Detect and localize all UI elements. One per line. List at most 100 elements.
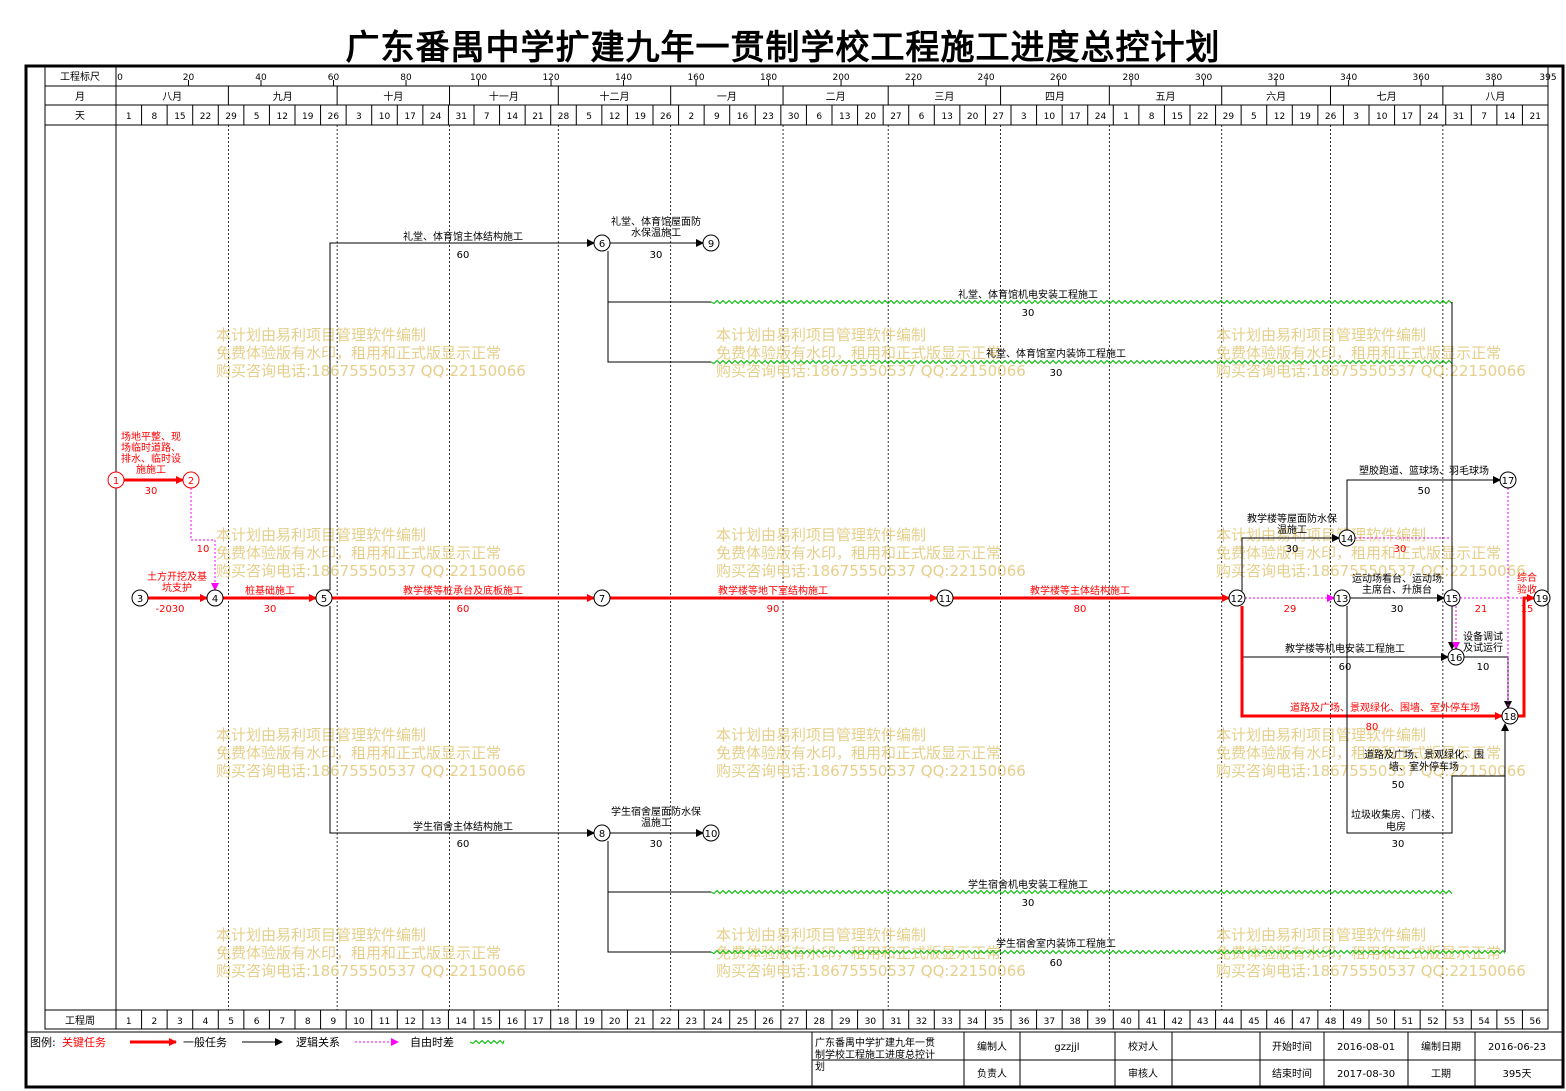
watermark-text: 本计划由易利项目管理软件编制 — [716, 726, 926, 744]
task-label: 学生宿舍屋面防水保 — [611, 805, 701, 818]
week-label: 41 — [1146, 1017, 1157, 1027]
task-label: 学生宿舍主体结构施工 — [413, 820, 513, 833]
day-label: 5 — [254, 112, 260, 122]
day-label: 31 — [455, 112, 466, 122]
task-label: 及试运行 — [1463, 641, 1503, 654]
legend-logic-label: 逻辑关系 — [296, 1035, 340, 1049]
task-label: 礼堂、体育馆屋面防 — [611, 215, 701, 228]
week-label: 13 — [430, 1017, 441, 1027]
free-float-value: 30 — [1394, 544, 1407, 555]
month-label: 四月 — [1045, 91, 1065, 103]
week-label: 23 — [686, 1017, 697, 1027]
task-label: 综合 — [1517, 571, 1537, 584]
node-circle-5 — [315, 589, 333, 607]
month-label: 十月 — [383, 90, 403, 103]
week-label: 39 — [1095, 1017, 1107, 1027]
node-number: 7 — [599, 594, 605, 605]
day-label: 6 — [816, 112, 822, 122]
node-circle-15 — [1443, 589, 1461, 607]
day-label: 8 — [1149, 112, 1155, 122]
day-label: 21 — [1529, 112, 1540, 122]
watermark-text: 本计划由易利项目管理软件编制 — [216, 326, 426, 344]
task-label: 水保温施工 — [631, 226, 681, 239]
task-label: 验收 — [1517, 583, 1537, 596]
day-label: 15 — [1171, 112, 1182, 122]
month-label: 八月 — [1485, 91, 1505, 103]
free-float-wave — [710, 359, 1453, 365]
task-label: 设备调试 — [1463, 630, 1503, 643]
week-label: 43 — [1197, 1017, 1208, 1027]
watermark-text: 本计划由易利项目管理软件编制 — [216, 926, 426, 944]
ruler-tick-label: 20 — [183, 73, 195, 83]
grid-frame — [44, 65, 1549, 1030]
task-duration: 15 — [1521, 604, 1534, 615]
free-float-wave — [710, 299, 1453, 305]
week-label: 28 — [813, 1017, 825, 1027]
week-label: 40 — [1120, 1017, 1132, 1027]
task-duration: 30 — [1050, 368, 1063, 379]
legend-label: 图例: — [30, 1035, 56, 1049]
week-label: 20 — [609, 1017, 621, 1027]
day-label: 17 — [1402, 112, 1413, 122]
day-label: 17 — [1069, 112, 1080, 122]
task-label: 场地平整、现 — [121, 430, 181, 443]
week-label: 44 — [1223, 1017, 1235, 1027]
watermark-text: 本计划由易利项目管理软件编制 — [216, 726, 426, 744]
task-arrow — [329, 606, 595, 837]
day-label: 3 — [356, 112, 362, 122]
task-label: 礼堂、体育馆机电安装工程施工 — [958, 288, 1098, 301]
ruler-tick-label: 160 — [687, 73, 704, 83]
node-number: 8 — [599, 829, 605, 840]
week-label: 33 — [941, 1017, 952, 1027]
month-label: 三月 — [934, 91, 954, 103]
task-duration: 30 — [650, 250, 663, 261]
week-label: 10 — [353, 1017, 365, 1027]
task-label: 运动场看台、运动场 — [1352, 572, 1442, 585]
day-label: 12 — [609, 112, 620, 122]
task-label: 场临时道路、 — [121, 441, 181, 454]
month-label: 一月 — [717, 91, 737, 103]
week-label: 29 — [839, 1017, 851, 1027]
info-leader-label: 负责人 — [977, 1067, 1007, 1080]
task-duration: 30 — [650, 839, 663, 850]
node-number: 4 — [212, 594, 218, 605]
free-float-value: 21 — [1475, 604, 1488, 615]
watermark-text: 购买咨询电话:18675550537 QQ:22150066 — [716, 962, 1026, 980]
legend-critical-label: 关键任务 — [62, 1035, 106, 1049]
week-label: 49 — [1350, 1017, 1362, 1027]
task-label: 学生宿舍机电安装工程施工 — [968, 878, 1088, 891]
node-number: 17 — [1502, 476, 1515, 487]
task-label: 教学楼等屋面防水保 — [1247, 512, 1337, 525]
watermark-text: 购买咨询电话:18675550537 QQ:22150066 — [1216, 562, 1526, 580]
chart-title: 广东番禺中学扩建九年一贯制学校工程施工进度总控计划 — [345, 28, 1221, 68]
task-duration: 80 — [1366, 722, 1379, 733]
day-label: 14 — [507, 112, 519, 122]
task-label: 教学楼等桩承台及底板施工 — [403, 584, 523, 597]
week-label: 17 — [532, 1017, 543, 1027]
task-duration: 80 — [1074, 604, 1087, 615]
node-circle-2 — [182, 471, 200, 489]
info-editor-label: 编制人 — [977, 1040, 1007, 1053]
task-duration: -2030 — [155, 604, 184, 615]
watermark-text: 购买咨询电话:18675550537 QQ:22150066 — [716, 562, 1026, 580]
month-label: 六月 — [1266, 91, 1286, 103]
info-reviewer-label: 审核人 — [1128, 1067, 1158, 1080]
ruler-tick-label: 60 — [328, 73, 340, 83]
watermark-text: 本计划由易利项目管理软件编制 — [1216, 926, 1426, 944]
day-label: 3 — [1021, 112, 1027, 122]
watermark-text: 免费体验版有水印，租用和正式版显示正常 — [1216, 744, 1501, 762]
day-label: 29 — [1223, 112, 1235, 122]
watermark-text: 免费体验版有水印，租用和正式版显示正常 — [1216, 344, 1501, 362]
task-label: 礼堂、体育馆主体结构施工 — [403, 230, 523, 243]
day-label: 20 — [967, 112, 979, 122]
info-editor-value: gzzjjl — [1054, 1042, 1079, 1053]
node-circle-13 — [1333, 589, 1351, 607]
day-label: 28 — [558, 112, 570, 122]
week-row-label: 工程周 — [65, 1015, 95, 1027]
watermark-text: 购买咨询电话:18675550537 QQ:22150066 — [1216, 362, 1526, 380]
day-label: 19 — [302, 112, 314, 122]
ruler-row-label: 工程标尺 — [60, 71, 100, 83]
task-label: 电房 — [1386, 820, 1406, 833]
week-label: 16 — [507, 1017, 519, 1027]
ruler-tick-label: 380 — [1485, 73, 1502, 83]
